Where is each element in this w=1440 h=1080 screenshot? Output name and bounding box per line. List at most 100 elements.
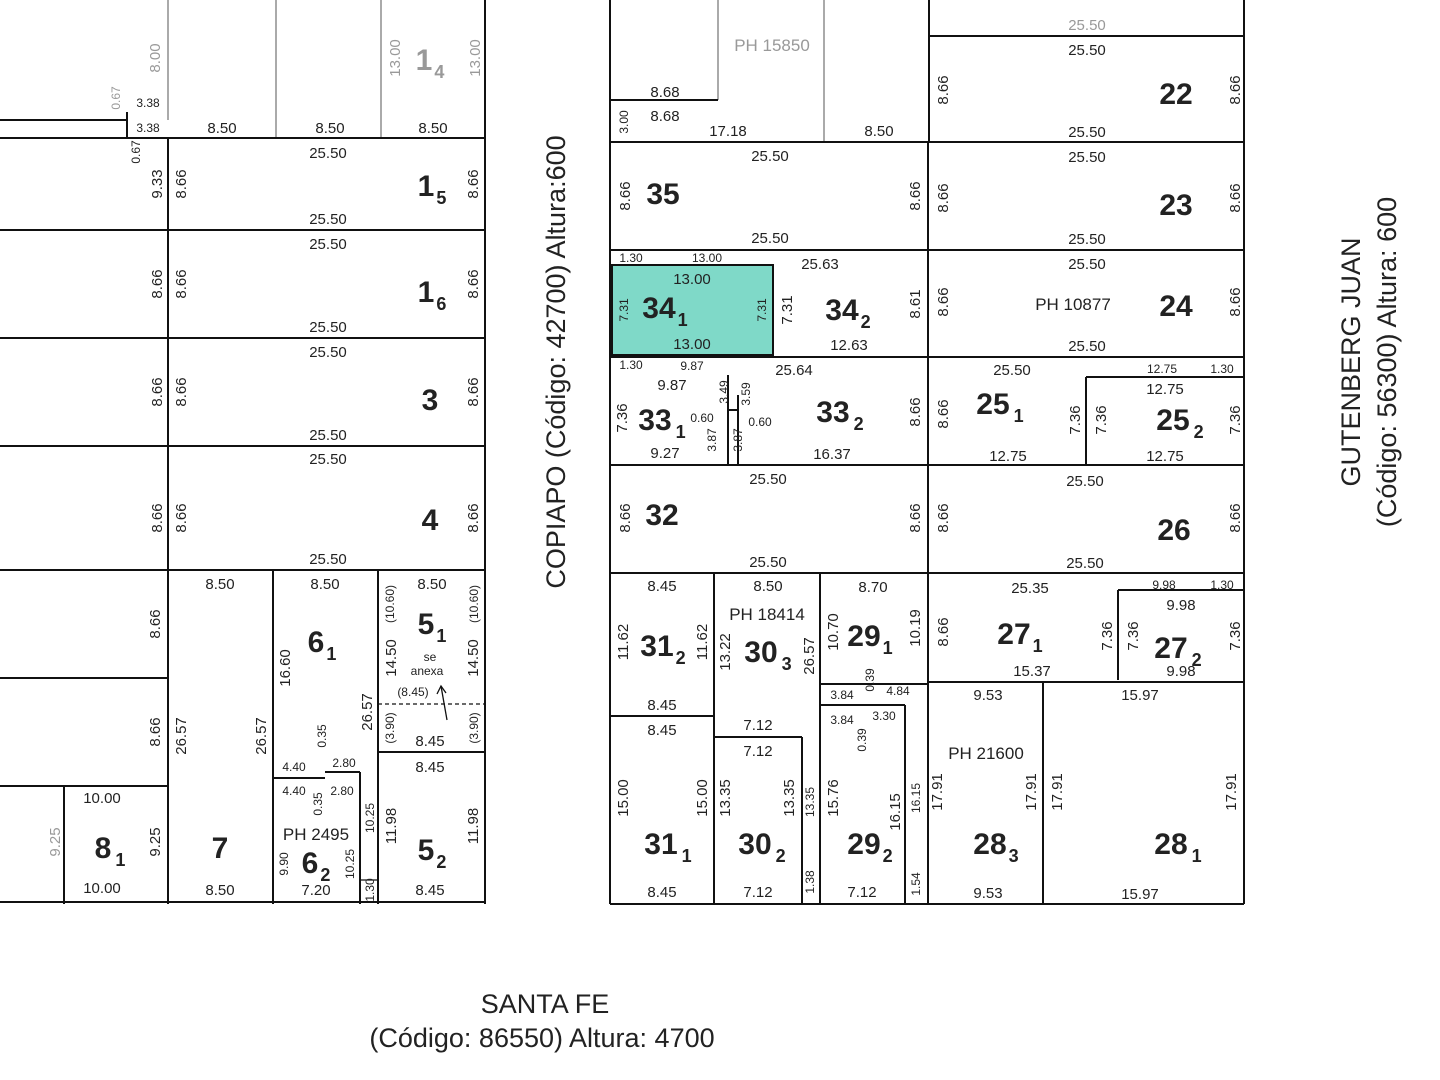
right-block-lines bbox=[609, 0, 1245, 905]
map-label: 13.35 bbox=[717, 779, 734, 817]
map-label: (8.45) bbox=[397, 685, 428, 699]
map-label: PH 18414 bbox=[729, 605, 805, 624]
map-label: 3.87 bbox=[731, 428, 745, 452]
map-label: 25.50 bbox=[1068, 256, 1106, 273]
map-label: 1.54 bbox=[909, 872, 923, 896]
map-label: 17.91 bbox=[1023, 773, 1040, 811]
map-label: 9.25 bbox=[147, 827, 164, 856]
map-label: 3.87 bbox=[705, 428, 719, 452]
street-santa-fe-detail: (Código: 86550) Altura: 4700 bbox=[369, 1023, 714, 1053]
map-label: 3.84 bbox=[830, 688, 854, 702]
map-label: 26.57 bbox=[253, 717, 270, 755]
map-label: 26.57 bbox=[173, 717, 190, 755]
map-label: (3.90) bbox=[383, 712, 397, 743]
map-label: 0.67 bbox=[129, 140, 143, 164]
map-label: 35 bbox=[646, 178, 679, 211]
map-label: 7.12 bbox=[847, 884, 876, 901]
map-label: 10.25 bbox=[363, 803, 377, 833]
map-label: 17.91 bbox=[1223, 773, 1240, 811]
map-label: 3.49 bbox=[717, 380, 731, 404]
map-label: 17.91 bbox=[929, 773, 946, 811]
map-label: se bbox=[424, 650, 437, 664]
map-label: 8.68 bbox=[650, 108, 679, 125]
map-label: 25.35 bbox=[1011, 580, 1049, 597]
map-label: 8.50 bbox=[207, 120, 236, 137]
map-label: 24 bbox=[1159, 290, 1193, 323]
map-label: 8.66 bbox=[173, 377, 190, 406]
map-label: 25.50 bbox=[751, 230, 789, 247]
map-label: 26 bbox=[1157, 514, 1190, 547]
map-label: 25.50 bbox=[1068, 17, 1106, 34]
map-label: 10.00 bbox=[83, 880, 121, 897]
map-label: 8.66 bbox=[907, 181, 924, 210]
map-label: 8.61 bbox=[907, 289, 924, 318]
map-label: 25.50 bbox=[749, 471, 787, 488]
map-label: 4.84 bbox=[886, 684, 910, 698]
map-label: 8.66 bbox=[1227, 75, 1244, 104]
map-label: 8.66 bbox=[149, 269, 166, 298]
map-label: 9.87 bbox=[680, 359, 704, 373]
map-label: 15.00 bbox=[615, 779, 632, 817]
map-label: 7.12 bbox=[743, 884, 772, 901]
map-label: 25.50 bbox=[309, 451, 347, 468]
map-label: 0.39 bbox=[855, 728, 869, 752]
map-label: 13.22 bbox=[717, 633, 734, 671]
map-label: PH 2495 bbox=[283, 825, 349, 844]
map-label: 3 bbox=[422, 384, 439, 417]
map-label: 2.80 bbox=[330, 784, 354, 798]
map-label: 0.35 bbox=[315, 724, 329, 748]
ph-labels: PH 15850 PH 10877 PH 18414 PH 21600 PH 2… bbox=[283, 36, 1111, 844]
map-label: 25.50 bbox=[309, 211, 347, 228]
map-label: 25.50 bbox=[1068, 124, 1106, 141]
map-label: 25.50 bbox=[749, 554, 787, 571]
map-label: 9.53 bbox=[973, 687, 1002, 704]
map-label: 25.50 bbox=[309, 551, 347, 568]
map-label: 8.66 bbox=[1227, 503, 1244, 532]
map-label: 8.66 bbox=[149, 377, 166, 406]
map-label: 7.36 bbox=[1067, 405, 1084, 434]
map-label: 1.30 bbox=[619, 251, 643, 265]
street-gutenberg: GUTENBERG JUAN bbox=[1336, 237, 1366, 486]
map-label: 26.57 bbox=[359, 693, 376, 731]
map-label: 10.25 bbox=[343, 849, 357, 879]
map-label: 8.66 bbox=[935, 75, 952, 104]
map-label: 7 bbox=[212, 832, 229, 865]
map-label: 8.66 bbox=[173, 169, 190, 198]
map-label: 25.50 bbox=[1066, 473, 1104, 490]
map-label: 8.50 bbox=[205, 576, 234, 593]
street-santa-fe: SANTA FE bbox=[481, 989, 610, 1019]
map-label: 25.50 bbox=[309, 344, 347, 361]
map-label: 8.50 bbox=[417, 576, 446, 593]
map-label: 8.66 bbox=[617, 181, 634, 210]
street-labels: SANTA FE (Código: 86550) Altura: 4700 CO… bbox=[369, 135, 1402, 1053]
map-label: 17.18 bbox=[709, 123, 747, 140]
map-label: 15.37 bbox=[1013, 663, 1051, 680]
map-label: 4 bbox=[422, 504, 439, 537]
map-label: (10.60) bbox=[467, 585, 481, 623]
map-label: PH 10877 bbox=[1035, 295, 1111, 314]
map-label: 1.30 bbox=[363, 878, 377, 902]
map-label: 14.50 bbox=[383, 639, 400, 677]
map-label: 13.00 bbox=[673, 336, 711, 353]
map-label: 25.50 bbox=[993, 362, 1031, 379]
map-label: 8.66 bbox=[935, 183, 952, 212]
highlighted-parcel[interactable] bbox=[611, 264, 774, 356]
map-label: 23 bbox=[1159, 189, 1192, 222]
map-label: 12.75 bbox=[1146, 448, 1184, 465]
map-label: 7.31 bbox=[617, 298, 631, 322]
map-label: 25.50 bbox=[1068, 149, 1106, 166]
